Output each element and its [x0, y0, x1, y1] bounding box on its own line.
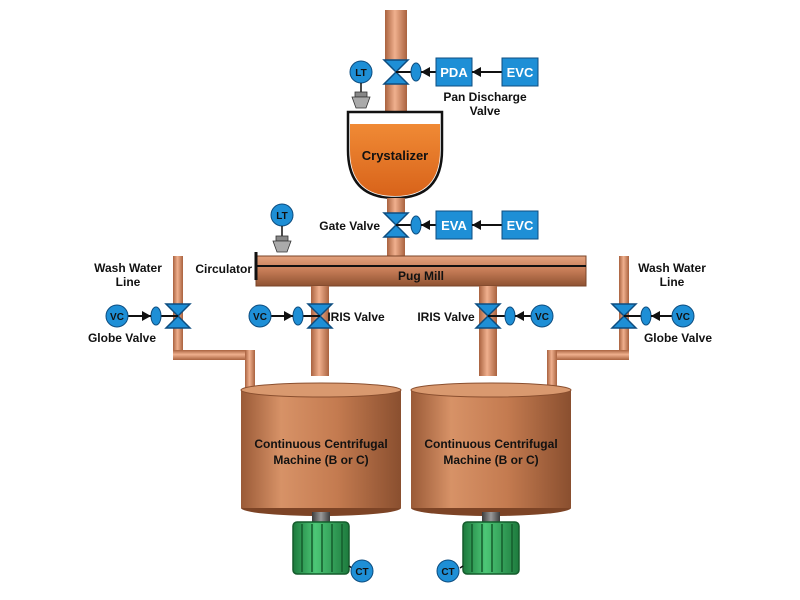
motor-icon: [462, 521, 520, 575]
level-sensor-icon: [351, 91, 371, 109]
iris-valve-left[interactable]: [292, 303, 334, 329]
motor-left[interactable]: [292, 512, 350, 575]
butterfly-valve-icon: [164, 303, 192, 318]
iris-valve-label-left: IRIS Valve: [327, 310, 385, 324]
crystalizer-bottom-pipe: [387, 198, 405, 214]
lt-label-mill: LT: [276, 211, 287, 222]
butterfly-valve-icon: [610, 303, 638, 318]
vc-label-iris-left: VC: [253, 312, 267, 323]
crystalizer-label: Crystalizer: [362, 148, 428, 163]
ct-instrument-left[interactable]: CT: [350, 559, 374, 583]
ct-instrument-right[interactable]: CT: [436, 559, 460, 583]
evc-box-middle[interactable]: EVC: [501, 210, 539, 240]
ct-label-left: CT: [355, 567, 368, 578]
gate-valve[interactable]: [382, 212, 422, 238]
wash-water-label-right-1: Wash Water: [638, 261, 706, 275]
centrifugal-label-left-2: Machine (B or C): [273, 453, 368, 467]
level-transmitter-mill[interactable]: LT: [270, 203, 294, 253]
motor-icon: [292, 521, 350, 575]
centrifugal-label-left-1: Continuous Centrifugal: [254, 437, 387, 451]
centrifugal-label-right-1: Continuous Centrifugal: [424, 437, 557, 451]
centrifugal-label-right-2: Machine (B or C): [443, 453, 538, 467]
butterfly-valve-icon: [382, 212, 410, 227]
vc-instrument-globe-right[interactable]: VC: [671, 304, 695, 328]
eva-label: EVA: [441, 218, 467, 233]
gate-valve-down-pipe: [387, 236, 405, 256]
right-drop-pipe: [479, 286, 497, 376]
left-wash-water-pipe-drop: [245, 350, 255, 390]
pug-mill: Pug Mill: [254, 252, 587, 287]
pan-discharge-valve[interactable]: [382, 59, 422, 85]
evc-label-top: EVC: [507, 65, 534, 80]
butterfly-valve-icon: [474, 303, 502, 318]
vc-instrument-iris-left[interactable]: VC: [248, 304, 272, 328]
wash-water-label-left-1: Wash Water: [94, 261, 162, 275]
evc-box-top[interactable]: EVC: [501, 57, 539, 87]
level-transmitter-top[interactable]: LT: [349, 60, 373, 109]
centrifugal-machine-left: Continuous Centrifugal Machine (B or C): [240, 382, 402, 516]
globe-valve-label-right: Globe Valve: [644, 331, 712, 345]
vc-label-globe-left: VC: [110, 312, 124, 323]
butterfly-valve-icon: [382, 59, 410, 74]
motor-right[interactable]: [462, 512, 520, 575]
globe-valve-right[interactable]: [610, 303, 652, 329]
left-wash-water-pipe-horizontal: [173, 350, 255, 360]
centrifugal-machine-right: Continuous Centrifugal Machine (B or C): [410, 382, 572, 516]
pan-discharge-label-2: Valve: [470, 104, 501, 118]
lt-label-top: LT: [355, 68, 366, 79]
butterfly-valve-icon: [306, 303, 334, 318]
vc-label-globe-right: VC: [676, 312, 690, 323]
pda-label: PDA: [440, 65, 468, 80]
eva-box[interactable]: EVA: [435, 210, 473, 240]
wash-water-label-left-2: Line: [116, 275, 141, 289]
iris-valve-label-right: IRIS Valve: [417, 310, 475, 324]
gate-valve-label: Gate Valve: [319, 219, 380, 233]
left-drop-pipe: [311, 286, 329, 376]
globe-valve-left[interactable]: [150, 303, 192, 329]
right-wash-water-pipe-horizontal: [547, 350, 629, 360]
pan-discharge-label-1: Pan Discharge: [443, 90, 527, 104]
iris-valve-right[interactable]: [474, 303, 516, 329]
vc-label-iris-right: VC: [535, 312, 549, 323]
circulator-label: Circulator: [195, 262, 252, 276]
evc-label-middle: EVC: [507, 218, 534, 233]
wash-water-label-right-2: Line: [660, 275, 685, 289]
vc-instrument-iris-right[interactable]: VC: [530, 304, 554, 328]
crystalizer-vessel: Crystalizer: [346, 110, 444, 200]
level-sensor-icon: [272, 235, 292, 253]
vc-instrument-globe-left[interactable]: VC: [105, 304, 129, 328]
right-wash-water-pipe-drop: [547, 350, 557, 390]
ct-label-right: CT: [441, 567, 454, 578]
pda-box[interactable]: PDA: [435, 57, 473, 87]
crystalizer-outlet-pipe: [385, 82, 407, 112]
top-feed-pipe: [385, 10, 407, 62]
globe-valve-label-left: Globe Valve: [88, 331, 156, 345]
pug-mill-label: Pug Mill: [398, 269, 444, 283]
